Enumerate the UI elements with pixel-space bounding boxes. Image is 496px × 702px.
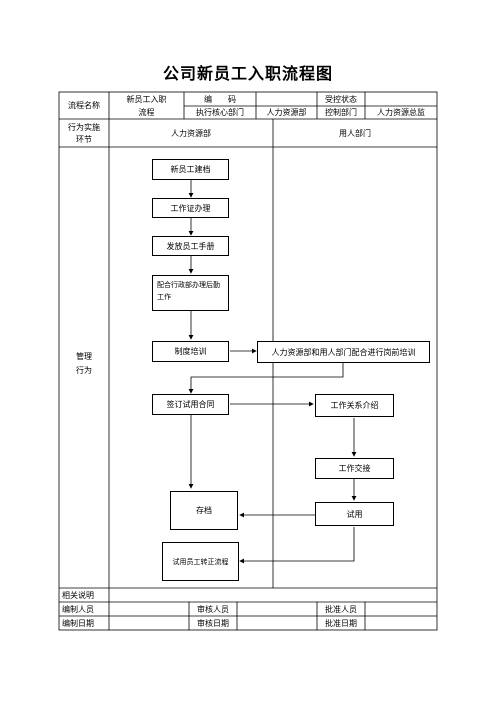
prepared-date-label: 编制日期 xyxy=(62,618,94,628)
prepared-date-value xyxy=(109,616,189,630)
prepared-by-label: 编制人员 xyxy=(62,604,94,614)
review-date-label: 审核日期 xyxy=(197,618,229,628)
process-name-value-line1: 新员工入职 xyxy=(126,94,167,104)
stage-label-line2: 环节 xyxy=(76,134,92,144)
flow-step-create-file: 新员工建档 xyxy=(152,159,229,180)
arrow-5b-6 xyxy=(188,363,344,394)
row-label-line2: 行为 xyxy=(76,365,92,375)
review-date-value xyxy=(237,616,317,630)
code-value xyxy=(256,92,317,106)
approve-date-label: 批准日期 xyxy=(325,618,357,628)
flow-step-relations-intro: 工作关系介绍 xyxy=(315,394,394,417)
hr-director-value: 人力资源总监 xyxy=(377,108,425,117)
prepared-by-value xyxy=(109,602,189,616)
related-notes-value xyxy=(109,588,437,602)
arrow-8-10 xyxy=(239,527,355,564)
related-notes-label: 相关说明 xyxy=(62,590,94,600)
flow-step-logistics: 配合行政部办理后勤工作 xyxy=(152,275,229,311)
approver-value xyxy=(365,602,437,616)
flow-step-handover: 工作交接 xyxy=(315,458,394,479)
flow-step-policy-training: 制度培训 xyxy=(152,341,229,362)
lane-hr-header: 人力资源部 xyxy=(171,128,211,138)
control-status-value xyxy=(365,92,437,106)
control-dept-label: 控制部门 xyxy=(325,108,357,117)
flow-step-probation: 试用 xyxy=(315,502,394,526)
flow-step-work-permit: 工作证办理 xyxy=(152,198,229,218)
process-name-value-line2: 流程 xyxy=(138,108,155,117)
flow-step-issue-handbook: 发放员工手册 xyxy=(152,236,229,256)
flow-step-sign-contract: 签订试用合同 xyxy=(152,394,229,415)
hr-dept-value: 人力资源部 xyxy=(266,108,307,117)
lane-user-header: 用人部门 xyxy=(339,128,371,138)
control-status-label: 受控状态 xyxy=(325,94,357,104)
code-label: 编 码 xyxy=(204,94,236,104)
row-label-line1: 管理 xyxy=(76,351,92,361)
stage-label-line1: 行为实施 xyxy=(68,122,100,132)
reviewer-value xyxy=(237,602,317,616)
page-title: 公司新员工入职流程图 xyxy=(162,64,333,83)
flow-step-joint-training: 人力资源部和用人部门配合进行岗前培训 xyxy=(257,341,430,363)
reviewer-label: 审核人员 xyxy=(197,604,229,614)
approve-date-value xyxy=(365,616,437,630)
approver-label: 批准人员 xyxy=(325,604,357,614)
flow-step-archive: 存档 xyxy=(170,491,238,530)
executor-core-dept-label: 执行核心部门 xyxy=(196,108,244,117)
process-name-label: 流程名称 xyxy=(68,101,100,110)
flow-step-regularization: 试用员工转正流程 xyxy=(162,542,239,581)
